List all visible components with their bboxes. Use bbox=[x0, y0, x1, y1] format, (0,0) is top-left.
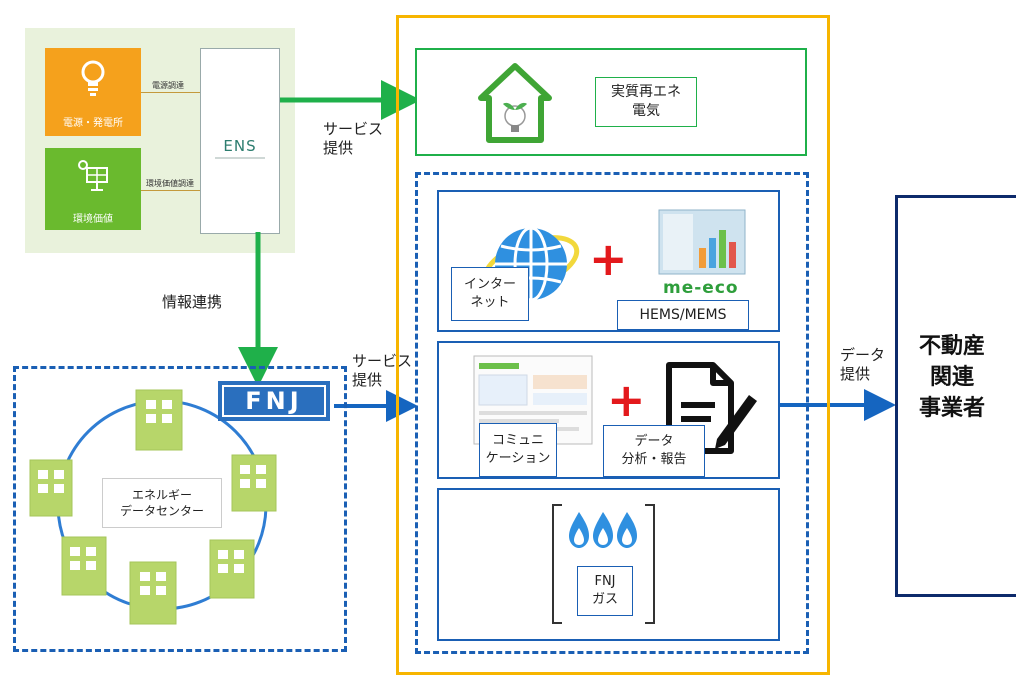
energy-data-center-panel bbox=[13, 366, 347, 652]
fnj-gas-box: FNJ ガス bbox=[437, 488, 780, 641]
renewable-electricity-box: 実質再エネ 電気 bbox=[415, 48, 807, 156]
right-bracket bbox=[645, 504, 655, 624]
left-bracket bbox=[552, 504, 562, 624]
gas-flame-icon bbox=[569, 512, 637, 548]
lightbulb-icon bbox=[81, 60, 105, 96]
plus-sign-2: + bbox=[607, 373, 646, 427]
data-analysis-label: データ 分析・報告 bbox=[603, 425, 705, 477]
service-provide-label-top: サービス 提供 bbox=[323, 120, 384, 157]
hems-mems-label: HEMS/MEMS bbox=[617, 300, 749, 330]
internet-label: インター ネット bbox=[451, 267, 529, 321]
renewable-electricity-label: 実質再エネ 電気 bbox=[595, 77, 697, 127]
real-estate-business-box: 不動産 関連 事業者 bbox=[895, 195, 1016, 597]
fnj-logo-text: FNJ bbox=[222, 385, 326, 417]
power-plant-tile: 電源・発電所 bbox=[45, 48, 141, 136]
env-procurement-line bbox=[141, 190, 200, 191]
fnj-gas-label: FNJ ガス bbox=[577, 566, 633, 616]
plus-sign-1: + bbox=[589, 232, 628, 286]
communication-analysis-box: + コミュニ ケーション データ 分析・報告 bbox=[437, 341, 780, 479]
real-estate-business-label: 不動産 関連 事業者 bbox=[918, 334, 985, 421]
communication-label: コミュニ ケーション bbox=[479, 423, 557, 477]
environment-value-tile: 環境価値 bbox=[45, 148, 141, 230]
env-procurement-label: 環境価値調達 bbox=[146, 179, 194, 188]
fnj-logo: FNJ bbox=[218, 381, 330, 421]
ens-logo-underline bbox=[215, 157, 265, 159]
power-procurement-line bbox=[141, 92, 200, 93]
internet-hems-box: インター ネット + me-eco HEMS/MEMS bbox=[437, 190, 780, 332]
info-link-label: 情報連携 bbox=[162, 293, 223, 311]
ens-box: ENS bbox=[200, 48, 280, 234]
power-procurement-label: 電源調達 bbox=[152, 81, 184, 90]
power-plant-label: 電源・発電所 bbox=[63, 118, 123, 129]
solar-panel-icon bbox=[78, 160, 108, 191]
digital-services-panel bbox=[415, 172, 809, 654]
environment-value-label: 環境価値 bbox=[73, 214, 113, 225]
hems-dashboard-icon bbox=[658, 209, 746, 275]
meeco-logo: me-eco bbox=[663, 278, 739, 298]
green-house-icon bbox=[478, 63, 552, 143]
energy-data-center-label: エネルギー データセンター bbox=[102, 478, 222, 528]
ens-logo: ENS bbox=[223, 137, 257, 155]
data-provide-label: データ 提供 bbox=[840, 346, 886, 383]
